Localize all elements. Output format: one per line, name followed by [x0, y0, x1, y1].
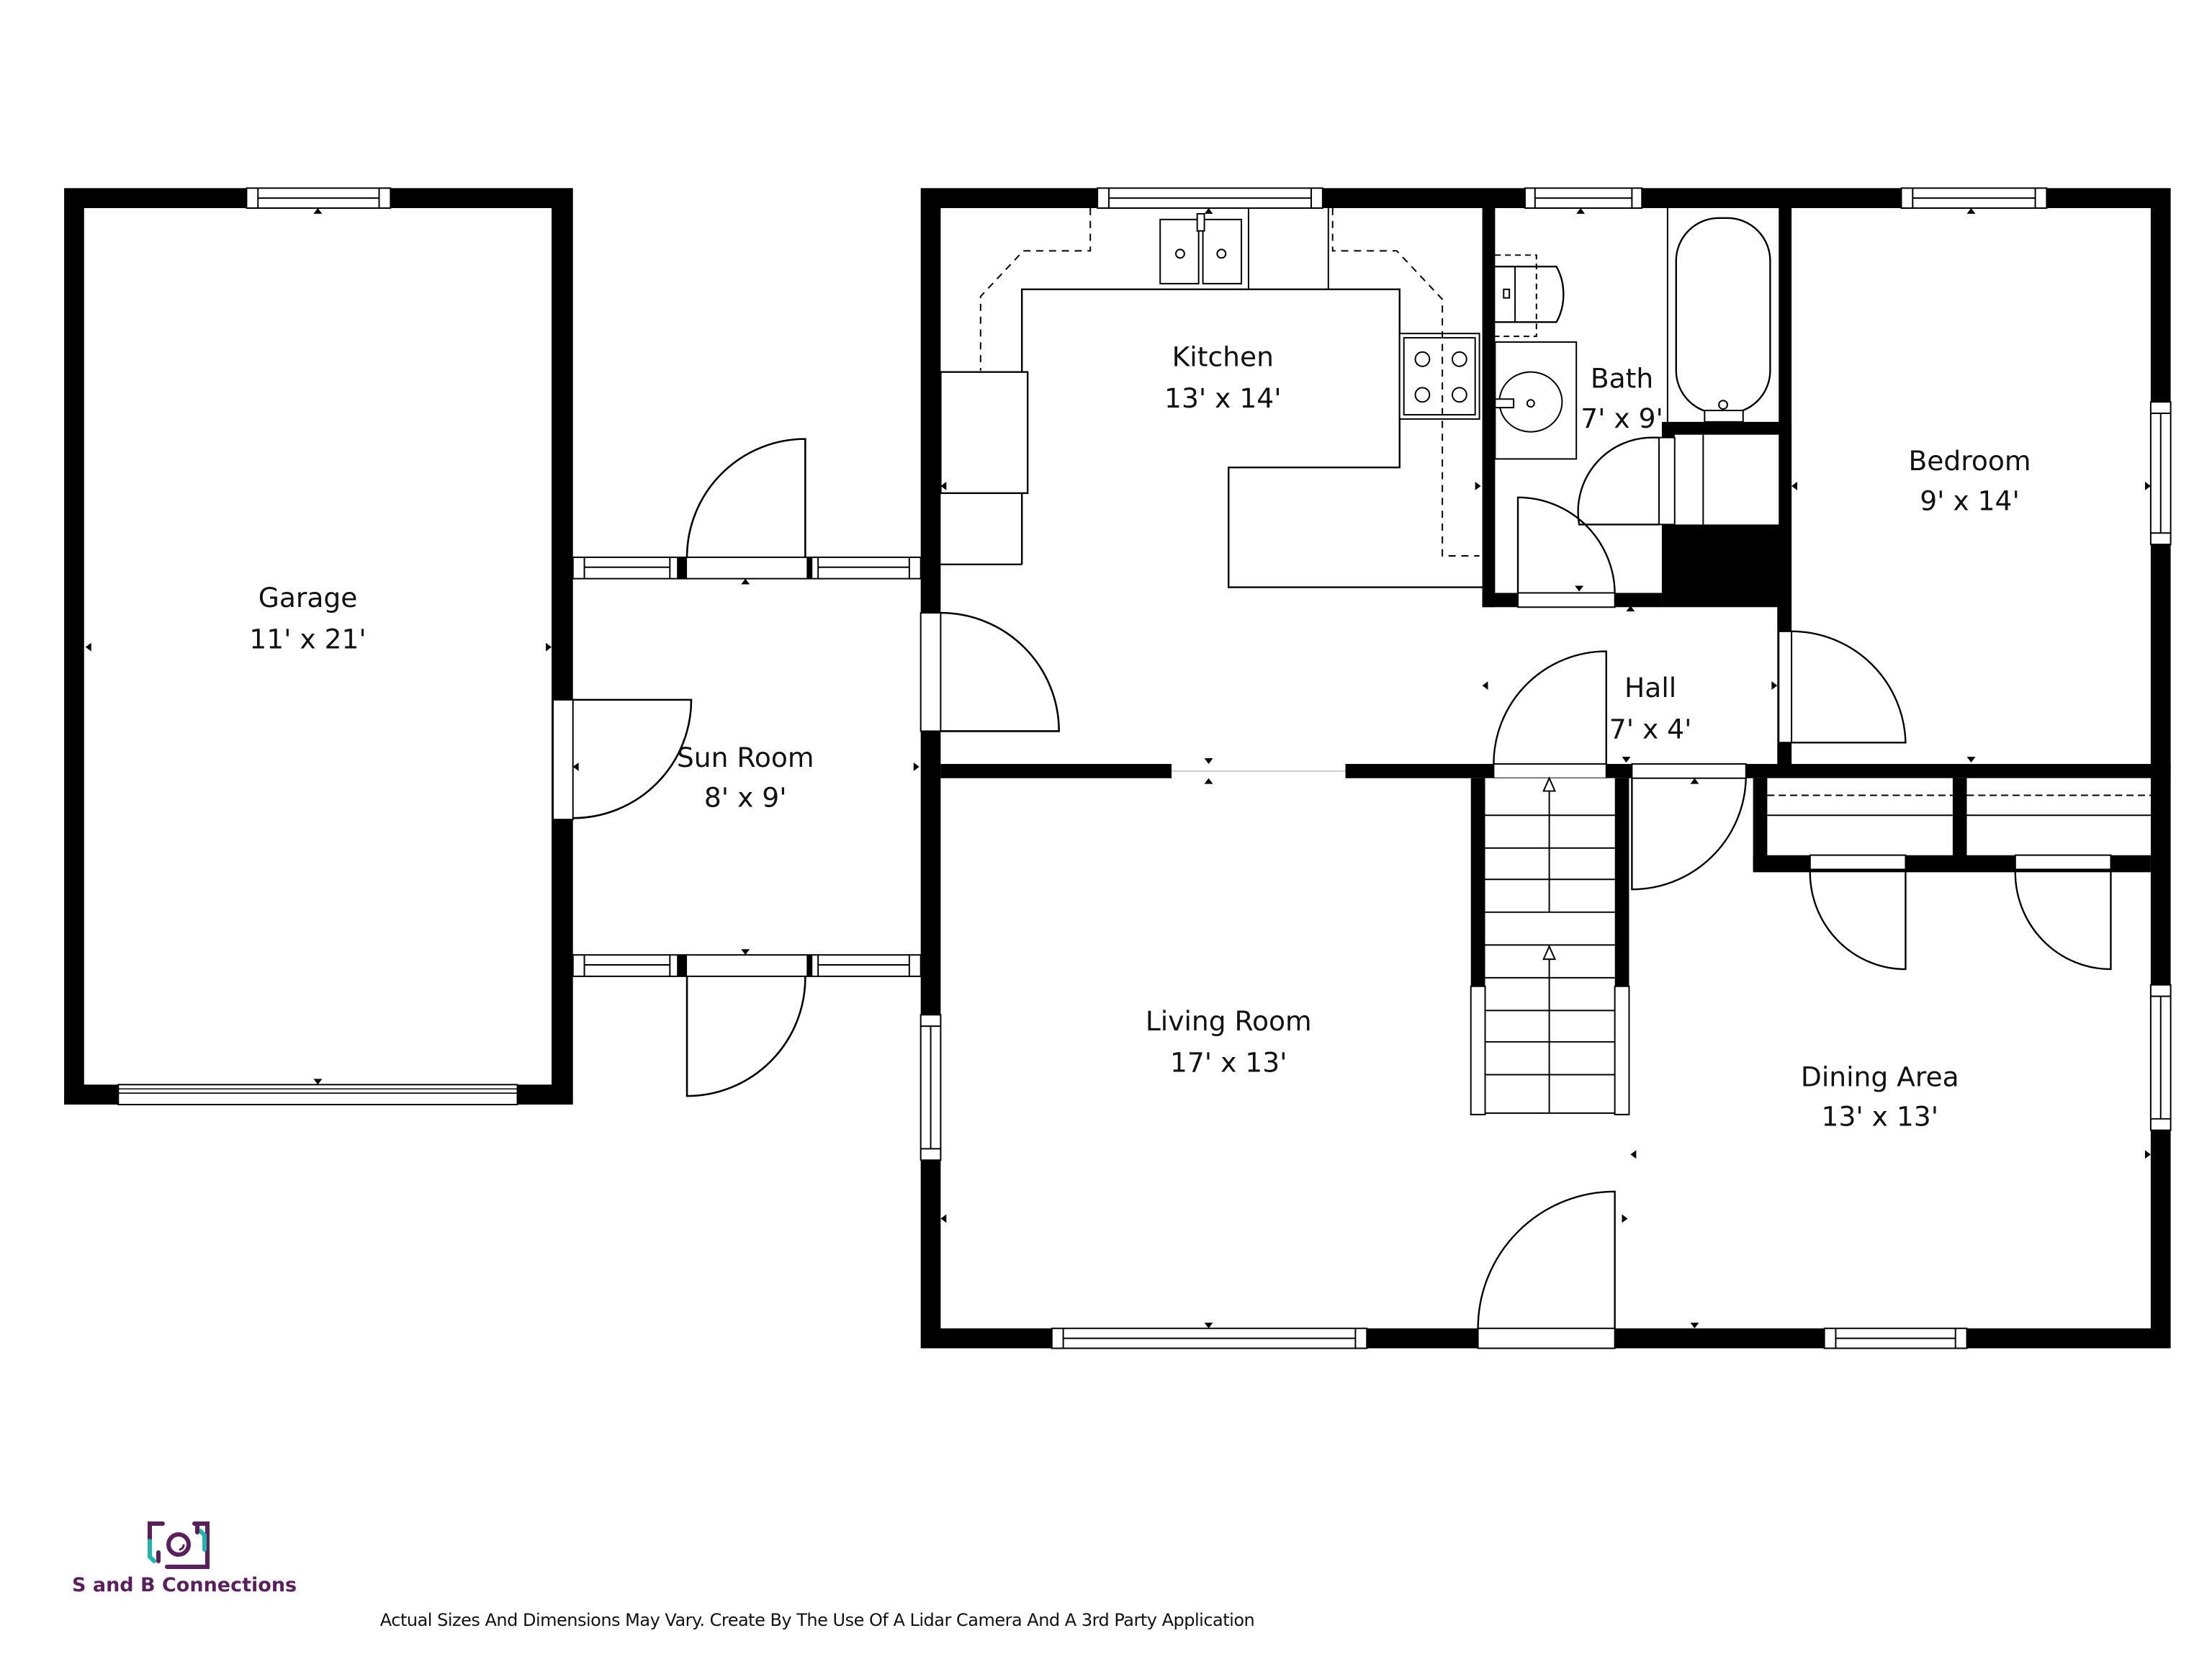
kitchen: Kitchen 13' x 14' — [920, 187, 1483, 784]
garage: Garage 11' x 21' — [64, 187, 693, 1106]
bedroom-dims: 9' x 14' — [1920, 485, 2020, 517]
garage-label: Garage — [258, 582, 358, 613]
kitchen-dims: 13' x 14' — [1164, 382, 1282, 414]
dining-area-label: Dining Area — [1801, 1061, 1959, 1092]
hall-label: Hall — [1624, 672, 1676, 703]
bath-dims: 7' x 9' — [1581, 403, 1663, 434]
sun-room-dims: 8' x 9' — [704, 781, 787, 813]
company-name: S and B Connections — [72, 1574, 297, 1596]
dining-area-dims: 13' x 13' — [1822, 1101, 1939, 1133]
sun-room: Sun Room 8' x 9' — [572, 438, 922, 1097]
hall-dims: 7' x 4' — [1609, 713, 1692, 745]
bedroom: Bedroom 9' x 14' — [1778, 187, 2172, 763]
dining-area: Dining Area 13' x 13' — [1622, 778, 2172, 1349]
bedroom-label: Bedroom — [1908, 445, 2031, 477]
garage-dims: 11' x 21' — [249, 624, 366, 655]
bath-label: Bath — [1591, 362, 1653, 394]
bath: Bath 7' x 9' — [1494, 187, 1779, 608]
living-room-dims: 17' x 13' — [1170, 1046, 1287, 1078]
kitchen-label: Kitchen — [1172, 341, 1274, 373]
camera-frame-icon — [148, 1521, 210, 1569]
living-room: Living Room 17' x 13' — [920, 1005, 1616, 1349]
staircase — [1470, 776, 1630, 1115]
living-room-label: Living Room — [1146, 1005, 1312, 1037]
sun-room-label: Sun Room — [677, 742, 814, 773]
disclaimer-text: Actual Sizes And Dimensions May Vary. Cr… — [379, 1610, 1255, 1630]
